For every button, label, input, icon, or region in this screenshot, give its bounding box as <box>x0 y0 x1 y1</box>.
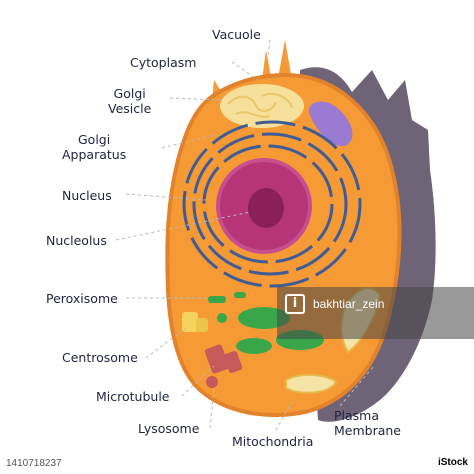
golgi-vesicle <box>220 84 304 128</box>
nucleolus <box>248 188 284 228</box>
stock-logo-icon: i <box>285 294 305 314</box>
label-peroxisome: Peroxisome <box>46 291 118 306</box>
microtubules <box>204 344 243 374</box>
cell-projection <box>278 40 292 80</box>
leader-lines <box>115 39 375 431</box>
watermark-banner: i bakhtiar_zein <box>277 287 474 339</box>
label-microtubule: Microtubule <box>96 389 170 404</box>
label-plasma-membrane: Plasma Membrane <box>334 408 401 438</box>
stock-footer: 1410718237 iStock <box>0 456 474 474</box>
label-cytoplasm: Cytoplasm <box>130 55 197 70</box>
lysosome <box>206 376 218 388</box>
label-golgi-apparatus: Golgi Apparatus <box>62 132 127 162</box>
label-golgi-vesicle: Golgi Vesicle <box>108 86 152 116</box>
label-nucleolus: Nucleolus <box>46 233 107 248</box>
stock-brand: iStock <box>437 457 468 468</box>
organelle-green <box>236 338 272 354</box>
label-nucleus: Nucleus <box>62 188 112 203</box>
nucleus-rim <box>216 158 312 254</box>
label-mitochondria: Mitochondria <box>232 434 314 449</box>
label-vacuole: Vacuole <box>212 27 261 42</box>
stock-id: 1410718237 <box>6 458 62 469</box>
vacuole <box>309 101 353 147</box>
label-lysosome: Lysosome <box>138 421 200 436</box>
golgi-swirls <box>227 92 293 118</box>
endoplasmic-reticulum <box>182 120 362 288</box>
label-centrosome: Centrosome <box>62 350 138 365</box>
centrosome <box>182 312 208 332</box>
peroxisomes <box>208 292 246 323</box>
plasma-membrane <box>165 73 402 418</box>
watermark-author: bakhtiar_zein <box>313 297 385 311</box>
